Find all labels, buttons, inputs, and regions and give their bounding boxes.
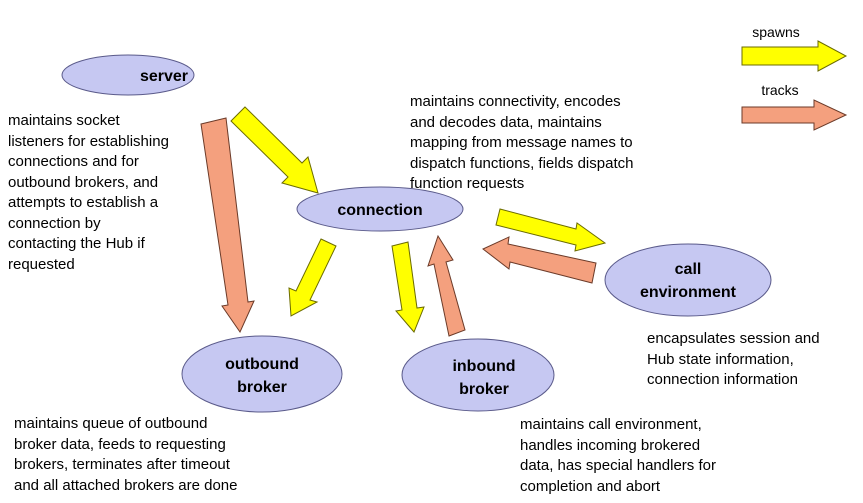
arrow-connection-spawns-inbound-broker	[391, 241, 425, 333]
inbound-broker-description: maintains call environment, handles inco…	[520, 416, 716, 495]
call-environment-label-line1: call	[675, 261, 702, 278]
call-environment-label-line2: environment	[640, 284, 737, 301]
connection-ellipse	[296, 186, 464, 232]
node-inbound-broker: inbound broker	[401, 338, 555, 412]
legend-tracks-label: tracks	[761, 82, 798, 98]
call-environment-ellipse	[604, 243, 772, 317]
node-connection: connection	[296, 186, 464, 232]
arrow-connection-spawns-outbound-broker	[288, 238, 337, 317]
arrow-server-tracks-outbound-broker	[200, 117, 255, 334]
call-environment-description: encapsulates session and Hub state infor…	[647, 330, 820, 388]
server-description: maintains socket listeners for establish…	[8, 112, 169, 273]
legend-spawns-label: spawns	[752, 24, 799, 40]
outbound-broker-label-line2: broker	[237, 379, 287, 396]
outbound-broker-ellipse	[181, 335, 343, 413]
connection-label: connection	[337, 202, 422, 219]
connection-description: maintains connectivity, encodes and deco…	[410, 93, 634, 192]
arrow-server-spawns-connection	[230, 106, 319, 194]
node-call-environment: call environment	[604, 243, 772, 317]
server-ellipse	[61, 54, 195, 96]
node-server: server	[61, 54, 195, 96]
arrow-connection-spawns-call-environment	[495, 208, 607, 252]
legend-spawns-arrow	[741, 40, 848, 72]
legend-tracks-arrow	[741, 99, 848, 131]
outbound-broker-description: maintains queue of outbound broker data,…	[14, 415, 238, 494]
arrow-call-environment-tracks-connection	[482, 236, 597, 284]
arrow-inbound-broker-tracks-connection	[427, 234, 466, 337]
server-label: server	[140, 68, 188, 85]
node-outbound-broker: outbound broker	[181, 335, 343, 413]
inbound-broker-label-line1: inbound	[452, 358, 515, 375]
inbound-broker-ellipse	[401, 338, 555, 412]
inbound-broker-label-line2: broker	[459, 381, 509, 398]
outbound-broker-label-line1: outbound	[225, 356, 299, 373]
